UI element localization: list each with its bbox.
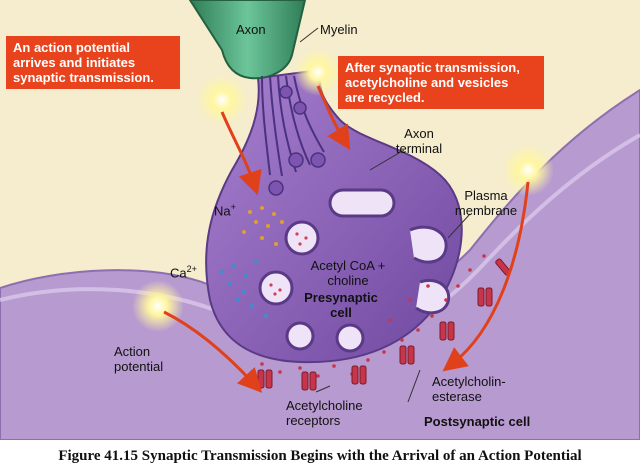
label-axon-terminal-line-1: Axon <box>404 126 434 141</box>
label-plasma-membrane-line-1: Plasma <box>464 188 508 203</box>
label-presynaptic-line-1: Presynaptic <box>304 290 378 305</box>
label-calcium-symbol: Ca <box>170 265 187 281</box>
caption-bar: Figure 41.15 Synaptic Transmission Begin… <box>0 440 640 476</box>
label-acetyl-coa: Acetyl CoA + choline <box>296 258 400 288</box>
label-presynaptic-line-2: cell <box>330 305 352 320</box>
glow-left <box>132 280 184 332</box>
label-receptors-line-2: receptors <box>286 413 341 428</box>
label-presynaptic-cell: Presynaptic cell <box>296 290 386 320</box>
recycling-membranes <box>328 188 451 315</box>
callout-recycling: After synaptic transmission, acetylcholi… <box>338 56 544 109</box>
label-acetylcholinesterase: Acetylcholin- esterase <box>432 374 506 404</box>
label-plasma-membrane-line-2: membrane <box>454 203 518 218</box>
label-sodium-charge: + <box>230 202 236 212</box>
label-calcium-charge: 2+ <box>186 264 197 274</box>
label-sodium-symbol: Na <box>214 203 231 219</box>
vesicle-contents <box>269 232 308 296</box>
glow-top-left <box>196 74 248 126</box>
glow-right <box>502 144 554 196</box>
label-action-potential-line-2: potential <box>114 359 164 374</box>
label-sodium: Na+ <box>214 200 236 218</box>
small-vesicles <box>268 85 326 196</box>
label-myelin: Myelin <box>320 22 358 37</box>
figure-caption: Figure 41.15 Synaptic Transmission Begin… <box>58 448 582 464</box>
label-acetylcholine-receptors: Acetylcholine receptors <box>286 398 363 428</box>
label-action-potential: Action potential <box>114 344 163 374</box>
label-acetyl-coa-line-1: Acetyl CoA + <box>310 258 386 273</box>
label-axon: Axon <box>236 22 266 37</box>
label-plasma-membrane: Plasma membrane <box>444 188 528 218</box>
label-calcium: Ca2+ <box>170 262 197 280</box>
label-receptors-line-1: Acetylcholine <box>286 398 363 413</box>
callout-left-line-3: synaptic transmission. <box>13 70 154 85</box>
callout-action-potential: An action potential arrives and initiate… <box>6 36 180 89</box>
callout-left-line-1: An action potential <box>13 40 130 55</box>
label-axon-terminal-line-2: terminal <box>395 141 443 156</box>
callout-right-line-3: are recycled. <box>345 90 425 105</box>
glow-myelin <box>294 48 342 96</box>
label-acetyl-coa-line-2: choline <box>327 273 369 288</box>
label-acetylcholinesterase-line-1: Acetylcholin- <box>432 374 506 389</box>
callout-right-line-2: acetylcholine and vesicles <box>345 75 509 90</box>
calcium-ions <box>220 260 268 318</box>
callout-left-line-2: arrives and initiates <box>13 55 136 70</box>
callout-right-line-1: After synaptic transmission, <box>345 60 520 75</box>
label-postsynaptic-cell: Postsynaptic cell <box>424 414 531 429</box>
myelin-sheath <box>188 0 307 80</box>
label-axon-terminal: Axon terminal <box>384 126 454 156</box>
sodium-ions <box>242 206 284 246</box>
label-acetylcholinesterase-line-2: esterase <box>432 389 482 404</box>
label-action-potential-line-1: Action <box>114 344 151 359</box>
label-leaders <box>299 27 471 403</box>
flow-arrows <box>163 85 530 393</box>
synaptic-vesicles <box>258 220 365 353</box>
